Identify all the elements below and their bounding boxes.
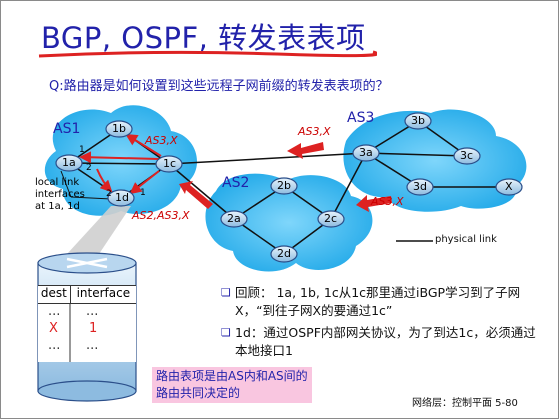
bullet-item: ❏ 回顾： 1a, 1b, 1c从1c那里通过iBGP学习到了子网X，“到往子网… — [221, 284, 546, 320]
arrow-1c-1b — [125, 133, 162, 157]
router-1a-body — [55, 154, 83, 172]
question-text: Q:路由器是如何设置到这些远程子网前缀的转发表表项的？ — [49, 79, 389, 94]
router-2c: 2c — [324, 212, 338, 225]
router-1b-body — [105, 120, 133, 138]
summary-note: 路由表项是由AS内和AS间的路由共同决定的 — [152, 367, 312, 403]
bullet-list: ❏ 回顾： 1a, 1b, 1c从1c那里通过iBGP学习到了子网X，“到往子网… — [221, 284, 546, 364]
as3-label: AS3 — [347, 110, 375, 126]
forwarding-table-header: dest interface — [38, 285, 136, 304]
table-header-dest: dest — [40, 286, 67, 300]
table-header-interface: interface — [69, 286, 136, 303]
as3-cloud — [343, 109, 527, 212]
router-2c-body — [317, 210, 345, 228]
router-2a-body — [220, 210, 248, 228]
bullet-text: 回顾： 1a, 1b, 1c从1c那里通过iBGP学习到了子网X，“到往子网X的… — [235, 285, 521, 318]
bullet-text: 1d：通过OSPF内部网关协议，为了到达1c，必须通过本地接口1 — [235, 325, 536, 358]
router-3d: 3d — [413, 180, 427, 193]
path-label-as3x-2: AS3,X — [298, 125, 331, 138]
legend-physical-link: physical link — [435, 234, 497, 245]
table-cell-interface: ... — [86, 304, 99, 319]
bullet-item: ❏ 1d：通过OSPF内部网关协议，为了到达1c，必须通过本地接口1 — [221, 324, 546, 360]
router-3b-body — [404, 112, 432, 130]
as1-label: AS1 — [53, 121, 81, 137]
router-1b: 1b — [112, 122, 126, 135]
router-x-body — [495, 178, 523, 196]
router-1c-body — [155, 155, 183, 173]
slide-footer: 网络层：控制平面 5-80 — [412, 398, 518, 409]
router-2b: 2b — [277, 179, 291, 192]
router-x: X — [505, 180, 513, 193]
path-label-as3x-1: AS3,X — [145, 134, 178, 147]
table-cell-interface: ... — [86, 338, 99, 353]
table-cell-interface: 1 — [89, 321, 98, 336]
slide-title: BGP, OSPF, 转发表表项 — [41, 21, 366, 55]
as2-cloud — [205, 173, 373, 272]
big-arrows — [179, 142, 392, 212]
arrow-1c-1d — [129, 170, 160, 195]
arrow-1c-1a — [79, 151, 160, 164]
router-3c-body — [453, 147, 481, 165]
as2-label: AS2 — [222, 175, 250, 191]
router-1d-body — [107, 189, 135, 207]
title-underline — [38, 50, 377, 58]
router-1a: 1a — [62, 156, 76, 169]
router-3a-body — [352, 144, 380, 162]
bullet-marker-icon: ❏ — [221, 326, 231, 339]
router-3a: 3a — [359, 146, 373, 159]
table-cell-dest: ... — [48, 304, 61, 319]
router-1c: 1c — [163, 157, 177, 170]
table-cell-dest: X — [49, 321, 58, 336]
router-2a: 2a — [227, 212, 241, 225]
local-link-label: local link interfaces at 1a, 1d — [35, 177, 85, 212]
interface-num-1d-2: 2 — [106, 189, 112, 199]
router-2b-body — [270, 177, 298, 195]
path-label-as2as3x: AS2,AS3,X — [132, 209, 190, 222]
table-cylinder — [37, 252, 137, 402]
interface-num-1a-1: 1 — [79, 145, 85, 155]
arrow-1a-1d — [96, 168, 113, 193]
interface-num-1a-2: 2 — [86, 163, 92, 173]
interface-num-1d-1: 1 — [140, 188, 146, 198]
path-label-as3x-3: AS3,X — [371, 195, 404, 208]
router-2d-body — [270, 245, 298, 263]
router-2d: 2d — [277, 247, 291, 260]
router-3b: 3b — [411, 114, 425, 127]
router-3c: 3c — [460, 149, 474, 162]
as1-cloud — [44, 105, 198, 216]
table-pointer — [56, 206, 131, 266]
router-1d: 1d — [115, 191, 129, 204]
table-cell-dest: ... — [48, 338, 61, 353]
router-3d-body — [406, 178, 434, 196]
bullet-marker-icon: ❏ — [221, 286, 231, 299]
